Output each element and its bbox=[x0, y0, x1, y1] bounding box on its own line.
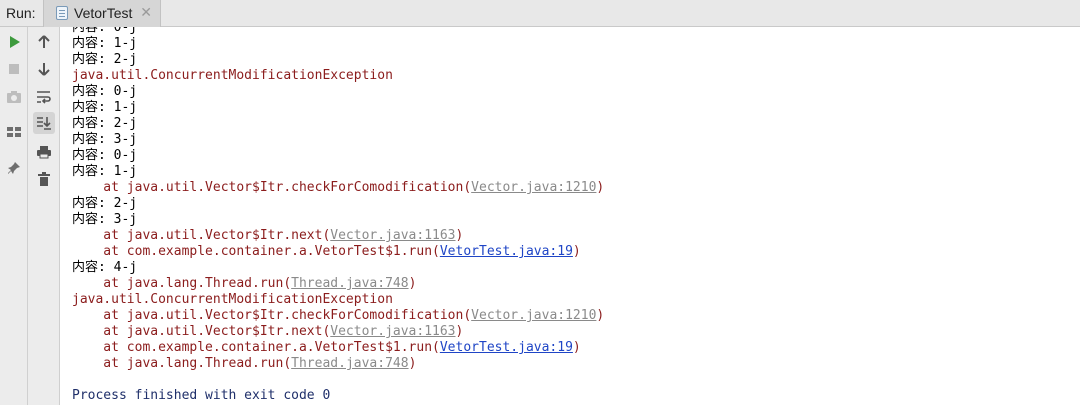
source-link[interactable]: Vector.java:1163 bbox=[330, 324, 456, 339]
line-text: 内容: 4-j bbox=[72, 260, 138, 275]
line-text: java.util.ConcurrentModificationExceptio… bbox=[72, 68, 393, 83]
console-line: 内容: 1-j bbox=[72, 100, 137, 116]
source-link[interactable]: Vector.java:1210 bbox=[471, 180, 597, 195]
console-line: 内容: 0-j bbox=[72, 27, 137, 36]
console-line: 内容: 1-j bbox=[72, 36, 137, 52]
run-icon[interactable] bbox=[3, 31, 25, 53]
line-text: 内容: 2-j bbox=[72, 196, 138, 211]
pin-icon[interactable] bbox=[3, 157, 25, 179]
run-toolbar-left bbox=[0, 27, 28, 405]
line-tail: ) bbox=[572, 244, 581, 259]
line-tail: ) bbox=[408, 276, 417, 291]
console-line: 内容: 2-j bbox=[72, 52, 137, 68]
source-link[interactable]: Vector.java:1210 bbox=[471, 308, 597, 323]
console-line: 内容: 1-j bbox=[72, 164, 137, 180]
exception-line: java.util.ConcurrentModificationExceptio… bbox=[72, 292, 393, 308]
stack-trace-line: at com.example.container.a.VetorTest$1.r… bbox=[72, 340, 581, 356]
arrow-up-icon[interactable] bbox=[33, 31, 55, 53]
stack-trace-line: at java.util.Vector$Itr.checkForComodifi… bbox=[72, 180, 604, 196]
tab-vetortest[interactable]: VetorTest ✕ bbox=[43, 0, 161, 27]
line-text: 内容: 3-j bbox=[72, 212, 138, 227]
source-link[interactable]: Thread.java:748 bbox=[291, 276, 409, 291]
tab-title: VetorTest bbox=[74, 5, 133, 21]
line-text: java.util.ConcurrentModificationExceptio… bbox=[72, 292, 393, 307]
source-link[interactable]: Thread.java:748 bbox=[291, 356, 409, 371]
console-line: 内容: 3-j bbox=[72, 212, 137, 228]
line-tail: ) bbox=[572, 340, 581, 355]
run-label: Run: bbox=[6, 5, 36, 21]
line-text: at java.util.Vector$Itr.next( bbox=[72, 228, 331, 243]
stop-icon[interactable] bbox=[3, 58, 25, 80]
console-line: 内容: 0-j bbox=[72, 148, 137, 164]
line-text: 内容: 3-j bbox=[72, 132, 138, 147]
source-link[interactable]: VetorTest.java:19 bbox=[439, 244, 573, 259]
line-text: at java.util.Vector$Itr.next( bbox=[72, 324, 331, 339]
line-tail: ) bbox=[455, 324, 464, 339]
console-line: 内容: 2-j bbox=[72, 116, 137, 132]
soft-wrap-icon[interactable] bbox=[33, 86, 55, 108]
stack-trace-line: at java.util.Vector$Itr.next(Vector.java… bbox=[72, 228, 463, 244]
line-text: 内容: 2-j bbox=[72, 52, 138, 67]
layout-icon[interactable] bbox=[3, 121, 25, 143]
print-icon[interactable] bbox=[33, 141, 55, 163]
scroll-to-end-icon[interactable] bbox=[33, 112, 55, 134]
console-line: 内容: 0-j bbox=[72, 84, 137, 100]
stack-trace-line: at com.example.container.a.VetorTest$1.r… bbox=[72, 244, 581, 260]
line-text: at java.lang.Thread.run( bbox=[72, 356, 292, 371]
line-text: Process finished with exit code 0 bbox=[72, 388, 331, 403]
source-link[interactable]: VetorTest.java:19 bbox=[439, 340, 573, 355]
line-text: at com.example.container.a.VetorTest$1.r… bbox=[72, 244, 440, 259]
exception-line: java.util.ConcurrentModificationExceptio… bbox=[72, 68, 393, 84]
line-text: 内容: 0-j bbox=[72, 27, 138, 35]
stack-trace-line: at java.lang.Thread.run(Thread.java:748) bbox=[72, 276, 416, 292]
line-tail: ) bbox=[596, 180, 605, 195]
process-exit-line: Process finished with exit code 0 bbox=[72, 388, 330, 404]
line-text: at com.example.container.a.VetorTest$1.r… bbox=[72, 340, 440, 355]
trash-icon[interactable] bbox=[33, 168, 55, 190]
line-text: 内容: 1-j bbox=[72, 100, 138, 115]
line-text: 内容: 1-j bbox=[72, 36, 138, 51]
line-text: at java.util.Vector$Itr.checkForComodifi… bbox=[72, 180, 472, 195]
class-file-icon bbox=[56, 6, 68, 20]
line-tail: ) bbox=[596, 308, 605, 323]
run-toolbar-right bbox=[28, 27, 60, 405]
source-link[interactable]: Vector.java:1163 bbox=[330, 228, 456, 243]
arrow-down-icon[interactable] bbox=[33, 58, 55, 80]
line-text: at java.util.Vector$Itr.checkForComodifi… bbox=[72, 308, 472, 323]
stack-trace-line: at java.lang.Thread.run(Thread.java:748) bbox=[72, 356, 416, 372]
console-line: 内容: 4-j bbox=[72, 260, 137, 276]
line-text: 内容: 0-j bbox=[72, 148, 138, 163]
line-text: at java.lang.Thread.run( bbox=[72, 276, 292, 291]
line-text: 内容: 0-j bbox=[72, 84, 138, 99]
stack-trace-line: at java.util.Vector$Itr.checkForComodifi… bbox=[72, 308, 604, 324]
camera-icon[interactable] bbox=[3, 86, 25, 108]
run-toolwindow-header: Run: VetorTest ✕ bbox=[0, 0, 1080, 27]
console-line: 内容: 3-j bbox=[72, 132, 137, 148]
line-tail: ) bbox=[455, 228, 464, 243]
console-line: 内容: 2-j bbox=[72, 196, 137, 212]
line-text: 内容: 1-j bbox=[72, 164, 138, 179]
stack-trace-line: at java.util.Vector$Itr.next(Vector.java… bbox=[72, 324, 463, 340]
line-tail: ) bbox=[408, 356, 417, 371]
line-text: 内容: 2-j bbox=[72, 116, 138, 131]
close-icon[interactable]: ✕ bbox=[140, 4, 152, 20]
